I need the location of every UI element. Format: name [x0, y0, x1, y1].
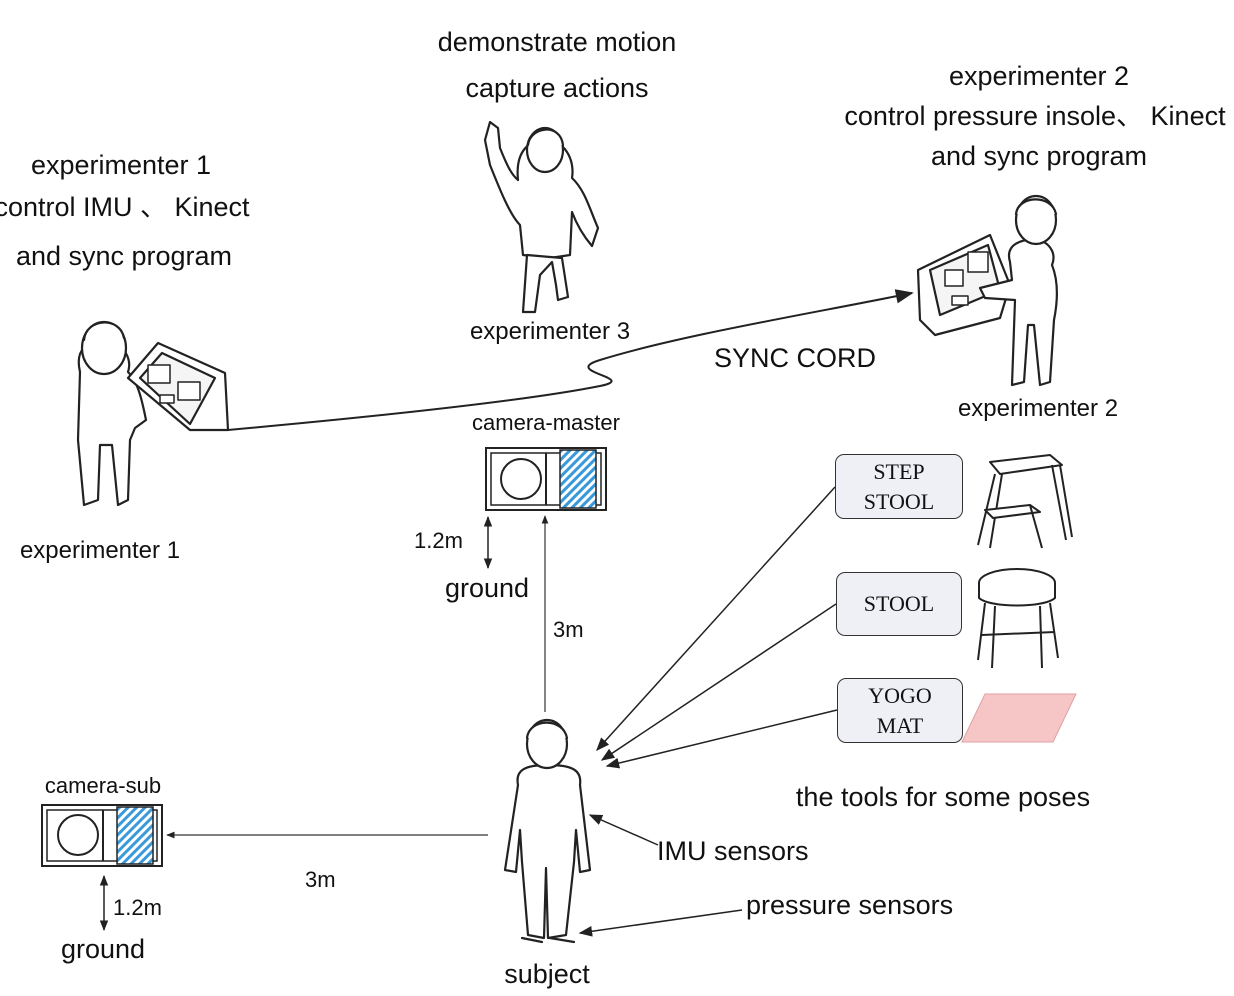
camera-master-label: camera-master [472, 410, 620, 435]
stool-icon [977, 568, 1059, 669]
exp2-role-line1: experimenter 2 [948, 61, 1130, 91]
sync-cord [227, 289, 914, 431]
experimenter-1-figure [76, 320, 148, 507]
pressure-sensors-label: pressure sensors [746, 890, 954, 920]
exp1-role-line1: experimenter 1 [30, 150, 212, 180]
exp1-role-line2: control IMU 、 Kinect [0, 192, 250, 222]
subject-label: subject [504, 959, 590, 989]
experimenter-2-figure [978, 194, 1058, 387]
tool-stool-line1: STOOL [863, 591, 935, 616]
master-height-label: 1.2m [414, 528, 463, 553]
master-ground-label: ground [444, 573, 530, 603]
demonstrate-label-line1: demonstrate motion [437, 27, 677, 57]
tool-mat-line2: MAT [876, 712, 924, 738]
pressure-arrow [578, 909, 743, 937]
imu-sensors-label: IMU sensors [657, 836, 809, 866]
step-stool-arrow [596, 486, 836, 752]
subject-figure [503, 718, 592, 944]
exp2-role-line2: control pressure insole、 Kinect [844, 101, 1226, 131]
tool-box-step-stool: STEP STOOL [835, 454, 963, 519]
experimenter-3-label: experimenter 3 [469, 318, 631, 345]
tool-step-stool-line2: STOOL [863, 488, 935, 514]
mat-arrow [605, 709, 838, 769]
demonstrate-label-line2: capture actions [465, 73, 649, 103]
camera-master-icon [485, 447, 607, 511]
experimenter-2-console [916, 233, 1012, 337]
experimenter-2-label: experimenter 2 [957, 395, 1119, 422]
yoga-mat-icon [961, 693, 1077, 743]
sub-ground-label: ground [60, 934, 146, 964]
exp1-role-line3: and sync program [15, 241, 233, 271]
step-stool-icon [977, 454, 1073, 549]
exp2-role-line3: and sync program [930, 141, 1148, 171]
sub-height-label: 1.2m [113, 895, 162, 920]
experimenter-1-console [126, 341, 230, 432]
tool-box-yoga-mat: YOGO MAT [837, 678, 963, 743]
tool-mat-line1: YOGO [868, 682, 932, 708]
tool-box-stool: STOOL [836, 572, 962, 636]
tools-caption: the tools for some poses [795, 782, 1091, 812]
experimenter-3-figure [483, 120, 600, 314]
camera-sub-label: camera-sub [44, 773, 162, 798]
master-distance-label: 3m [553, 617, 584, 642]
stool-arrow [600, 603, 837, 761]
experimenter-1-label: experimenter 1 [19, 537, 181, 564]
tool-step-stool-line1: STEP [873, 458, 925, 484]
sync-cord-label: SYNC CORD [713, 343, 877, 373]
imu-arrow [588, 814, 659, 846]
camera-sub-icon [41, 804, 163, 867]
sub-distance-label: 3m [305, 867, 336, 892]
